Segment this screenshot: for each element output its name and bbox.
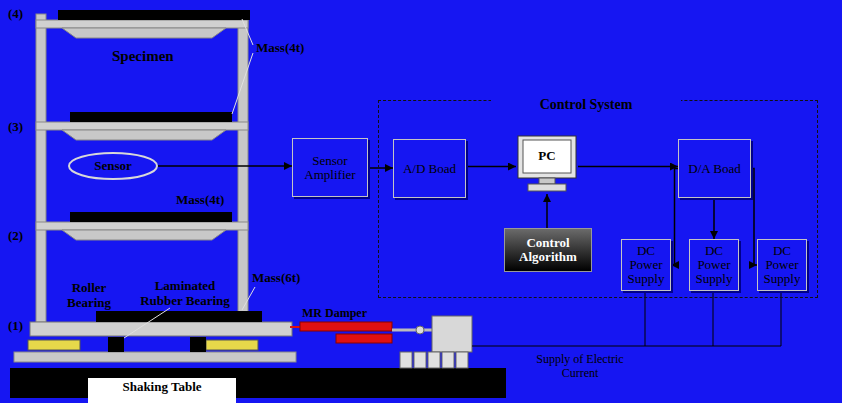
mass-slab [70,112,232,122]
level-number: (1) [8,318,23,333]
mr-damper [414,352,426,368]
current-wire [472,346,781,347]
mr-damper [400,352,412,368]
algorithm-box: Control Algorithm [504,228,592,272]
monitor-base [528,184,566,191]
process-box: DC Power Supply [689,239,739,291]
connector-arrow [546,194,548,228]
region-title: Control System [491,97,681,113]
mr-damper [392,329,432,332]
connector-arrow [578,166,678,168]
monitor-stand [539,178,555,184]
level-number: (4) [8,6,23,21]
mr-damper [428,352,440,368]
mass-slab [70,212,232,222]
mr-damper [336,334,392,343]
shaking-table-base [10,368,506,398]
node-text: A/D Boad [403,162,456,176]
node-text: DC Power Supply [624,244,668,286]
floor-beam [30,20,292,336]
process-box: A/D Boad [393,139,466,198]
node-text: Sensor [94,159,132,173]
sensor-ellipse: Sensor [68,152,158,180]
connector-arrow [671,169,678,266]
ground-plate [14,352,296,362]
pc-monitor: PC [516,134,578,194]
mr-damper [432,316,472,352]
floor-beam [30,322,292,336]
connector-arrow [368,167,393,169]
monitor-case [518,136,576,178]
process-box: Sensor Amplifier [292,138,368,197]
mass-label: Mass(4t) [176,192,224,207]
specimen-label: Specimen [112,48,174,65]
mr-damper [456,352,468,368]
floor-beam [62,130,226,140]
process-box: DC Power Supply [757,239,807,291]
rubber-bearing [190,337,206,352]
current-wire [713,290,714,346]
note-label: Supply of Electric Current [518,352,642,380]
ground-plate [14,352,296,362]
node-text: Control Algorithm [507,236,589,264]
floor-beam [62,230,226,240]
floor-beam [36,222,248,230]
leader-line [124,19,255,338]
leader-line [232,53,253,114]
node-text: Shaking Table [122,380,201,394]
mr-damper [442,352,454,368]
mr-damper [290,316,472,368]
mass-label: Mass(4t) [256,40,304,55]
part-label: MR Damper [302,306,367,320]
leader-line [242,287,255,310]
leader-line [242,19,253,45]
node-text: D/A Boad [688,162,740,176]
monitor-screen [523,140,571,173]
floor-beam [36,122,248,130]
connector-arrow [158,165,292,167]
process-box: D/A Boad [678,139,751,198]
part-label: Roller Bearing [58,280,120,310]
pc-monitor [516,134,578,194]
frame-column [238,14,248,322]
leader-line [124,308,170,338]
rubber-bearing [108,337,206,352]
node-text: PC [538,149,555,163]
rubber-bearing [108,337,124,352]
mass-slab [58,10,250,20]
node-text: DC Power Supply [760,244,804,286]
frame-column [36,14,46,322]
node-text: DC Power Supply [692,244,736,286]
mass-slab [96,311,262,322]
current-wire [645,290,646,346]
current-wire [781,290,782,346]
level-number: (3) [8,119,23,134]
current-wire [472,290,781,346]
roller-bearing [28,340,258,350]
frame-column [36,14,248,322]
part-label: Laminated Rubber Bearing [138,278,232,308]
roller-bearing [28,340,80,350]
level-number: (2) [8,228,23,243]
process-box: DC Power Supply [621,239,671,291]
floor-beam [36,20,248,28]
connector-arrow [466,166,516,168]
mr-damper [300,322,392,331]
node-text: Sensor Amplifier [295,154,365,182]
connector-arrow [713,198,715,239]
mr-damper [416,326,424,334]
table-label-box: Shaking Table [88,378,236,403]
sensor-ellipse [69,153,157,179]
roller-bearing [206,340,258,350]
system-region: Control SystemA/D Boad PC Control Algorith… [378,100,818,298]
floor-beam [62,28,226,38]
mass-label: Mass(6t) [252,270,300,285]
shaking-table-base [10,368,506,398]
